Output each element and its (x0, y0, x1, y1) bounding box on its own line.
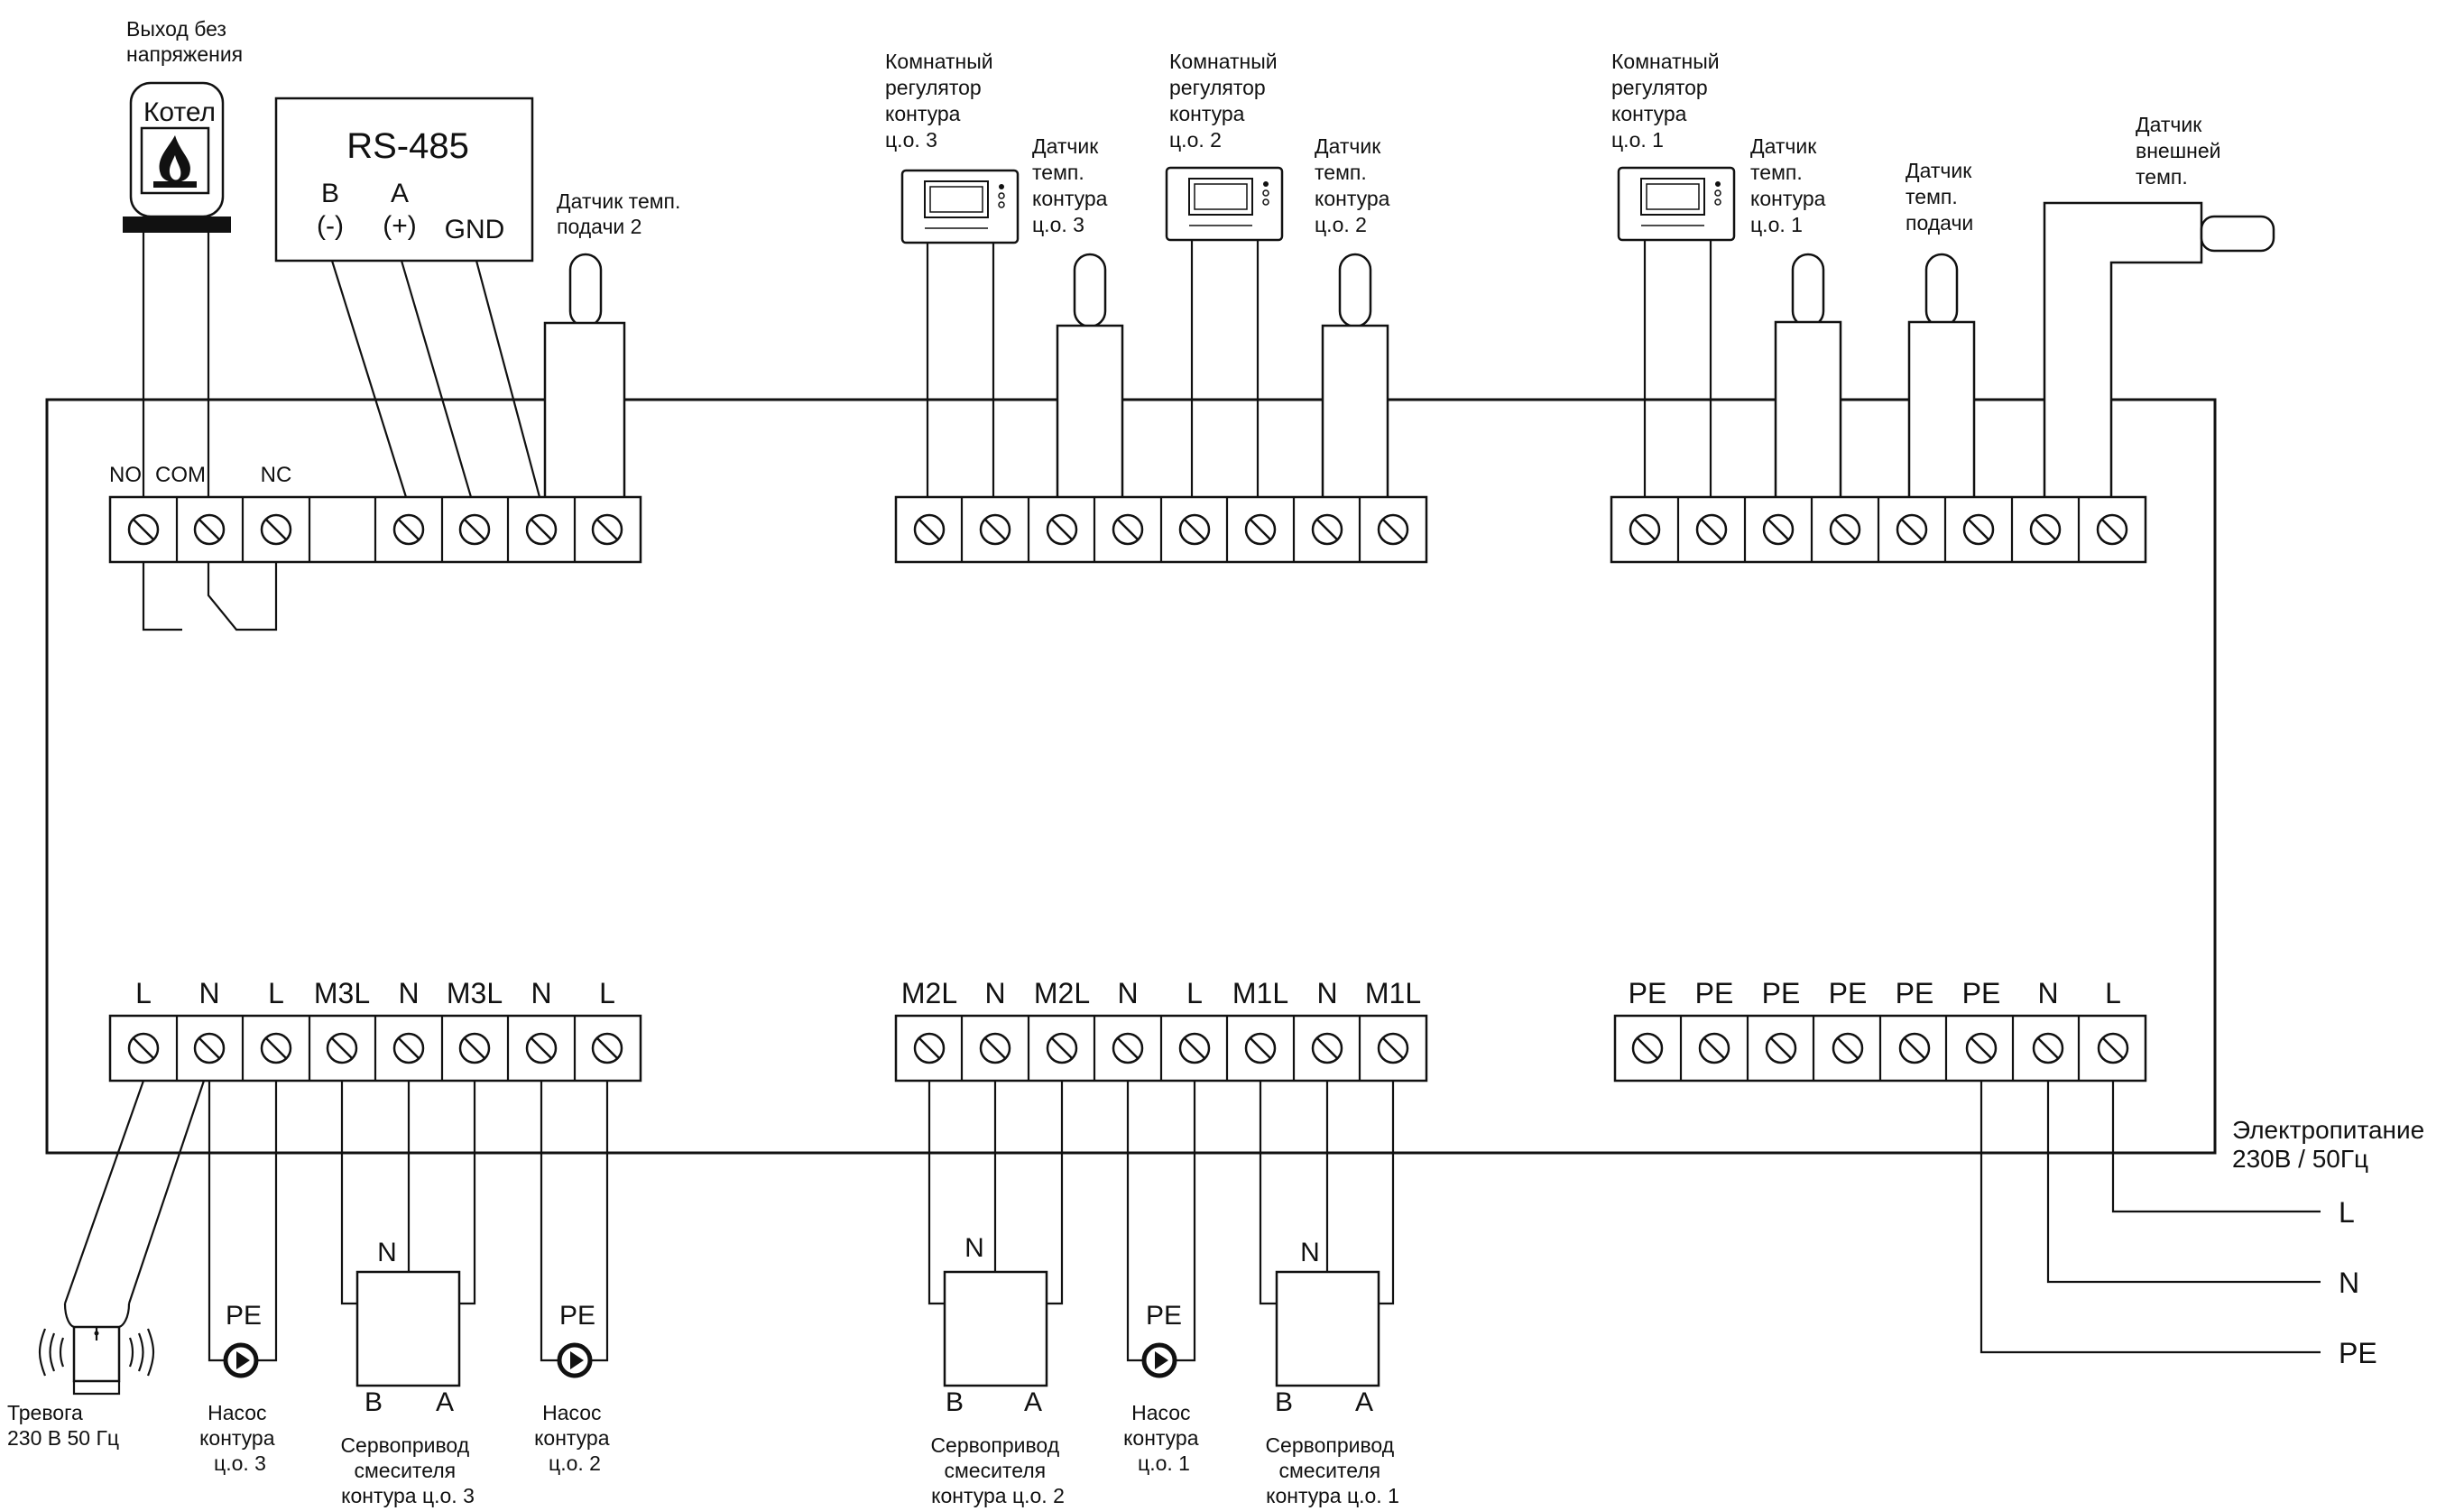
alarm-sound-waves (38, 1328, 155, 1377)
terminal-block-bottom-1 (108, 1014, 642, 1083)
rs485-module (274, 97, 534, 263)
terminal-label: M2L (1034, 977, 1090, 1009)
power-n-label: N (2339, 1267, 2359, 1299)
actuator-3-a-label: A (436, 1387, 454, 1417)
bottom-group-1-labels: L N L M3L N M3L N L (135, 977, 615, 1009)
terminal-label: M3L (314, 977, 370, 1009)
rs485-title: RS-485 (346, 126, 469, 166)
terminal-label: M2L (901, 977, 957, 1009)
actuator-1-n-label: N (1300, 1238, 1320, 1267)
rs485-b-sign: (-) (317, 211, 344, 241)
room-thermostat-3 (900, 169, 1020, 244)
terminal-block-top-1 (108, 495, 642, 564)
actuator-2-n-label: N (964, 1233, 984, 1263)
alarm-label: Тревога 230 В 50 Гц (7, 1401, 119, 1450)
sensor-flow-label: Датчик темп. подачи (1906, 159, 1978, 235)
actuator-1-a-label: A (1355, 1387, 1373, 1417)
relay-nc-label: NC (261, 463, 292, 487)
sensor-circuit-3-label: Датчик темп. контура ц.о. 3 (1032, 134, 1113, 236)
terminal-label: M1L (1232, 977, 1288, 1009)
terminal-label: L (268, 977, 284, 1009)
rs485-gnd-label: GND (445, 215, 505, 244)
actuator-1-label: Сервопривод смесителя контура ц.о. 1 (1265, 1433, 1399, 1507)
actuator-2-a-label: A (1024, 1387, 1042, 1417)
room-thermostat-1 (1617, 166, 1736, 242)
pump-1-pe-label: PE (1146, 1301, 1182, 1331)
pump-3-pe-label: PE (226, 1301, 262, 1331)
sensor-circuit-1-label: Датчик темп. контура ц.о. 1 (1750, 134, 1832, 236)
relay-no-label: NO (109, 463, 142, 487)
sensor-circuit-3 (1056, 253, 1124, 501)
terminal-block-bottom-2 (894, 1014, 1428, 1083)
actuator-3-b-label: B (365, 1387, 383, 1417)
terminal-label: N (984, 977, 1005, 1009)
actuator-2 (943, 1270, 1048, 1387)
bottom-group-2-labels: M2L N M2L N L M1L N M1L (901, 977, 1421, 1009)
pump-3-icon (226, 1345, 256, 1376)
sensor-flow (1907, 253, 1976, 501)
rs485-b-label: B (321, 179, 339, 208)
terminal-label: N (1316, 977, 1337, 1009)
actuator-2-b-label: B (946, 1387, 964, 1417)
actuator-2-label: Сервопривод смесителя контура ц.о. 2 (930, 1433, 1065, 1507)
pump-2-icon (559, 1345, 590, 1376)
room-reg-1-label: Комнатный регулятор контура ц.о. 1 (1611, 50, 1725, 152)
room-reg-2-label: Комнатный регулятор контура ц.о. 2 (1169, 50, 1283, 152)
sensor-circuit-2-label: Датчик темп. контура ц.о. 2 (1315, 134, 1396, 236)
actuator-3 (355, 1270, 461, 1387)
terminal-label: N (398, 977, 419, 1009)
room-thermostat-2 (1165, 166, 1284, 242)
power-supply-label: Электропитание 230В / 50Гц (2232, 1116, 2432, 1173)
power-l-label: L (2339, 1196, 2355, 1229)
boiler-label: Котел (143, 97, 216, 127)
terminal-label: PE (1962, 977, 2001, 1009)
terminal-label: L (599, 977, 615, 1009)
terminal-label: M3L (447, 977, 503, 1009)
pump-2-pe-label: PE (559, 1301, 595, 1331)
rs485-a-label: A (391, 179, 409, 208)
pump-1-icon (1144, 1345, 1175, 1376)
pump-3-label: Насос контура ц.о. 3 (199, 1401, 281, 1475)
terminal-label: PE (1695, 977, 1734, 1009)
terminal-block-top-3 (1610, 495, 2147, 564)
terminal-block-bottom-3 (1613, 1014, 2147, 1083)
flow-sensor-2-label: Датчик темп. подачи 2 (557, 189, 687, 238)
terminal-label: PE (1829, 977, 1868, 1009)
terminal-label: N (1117, 977, 1138, 1009)
terminal-label: L (135, 977, 152, 1009)
terminal-label: N (2037, 977, 2058, 1009)
boiler-output-label: Выход без напряжения (126, 17, 243, 66)
sensor-circuit-2 (1321, 253, 1389, 501)
terminal-label: N (198, 977, 219, 1009)
actuator-1-b-label: B (1275, 1387, 1293, 1417)
terminal-label: N (531, 977, 551, 1009)
controller-housing (45, 398, 2217, 1155)
power-pe-label: PE (2339, 1337, 2377, 1369)
bottom-group-3-labels: PE PE PE PE PE PE N L (1629, 977, 2121, 1009)
terminal-label: L (1186, 977, 1203, 1009)
room-reg-3-label: Комнатный регулятор контура ц.о. 3 (885, 50, 999, 152)
sensor-outdoor-label: Датчик внешней темп. (2136, 113, 2227, 189)
actuator-3-label: Сервопривод смесителя контура ц.о. 3 (340, 1433, 475, 1507)
boiler-symbol (123, 81, 231, 233)
actuator-3-n-label: N (377, 1238, 397, 1267)
sensor-outdoor (2043, 201, 2275, 497)
terminal-label: PE (1762, 977, 1801, 1009)
rs485-a-sign: (+) (383, 211, 417, 241)
pump-1-label: Насос контура ц.о. 1 (1123, 1401, 1204, 1475)
terminal-label: PE (1629, 977, 1667, 1009)
actuator-1 (1275, 1270, 1380, 1387)
sensor-circuit-1 (1774, 253, 1842, 501)
alarm-siren (63, 1303, 131, 1396)
terminal-label: PE (1896, 977, 1934, 1009)
pump-2-label: Насос контура ц.о. 2 (534, 1401, 615, 1475)
terminal-label: M1L (1365, 977, 1421, 1009)
flow-sensor-2 (543, 253, 626, 501)
terminal-block-top-2 (894, 495, 1428, 564)
relay-com-label: COM (155, 463, 206, 487)
terminal-label: L (2105, 977, 2121, 1009)
